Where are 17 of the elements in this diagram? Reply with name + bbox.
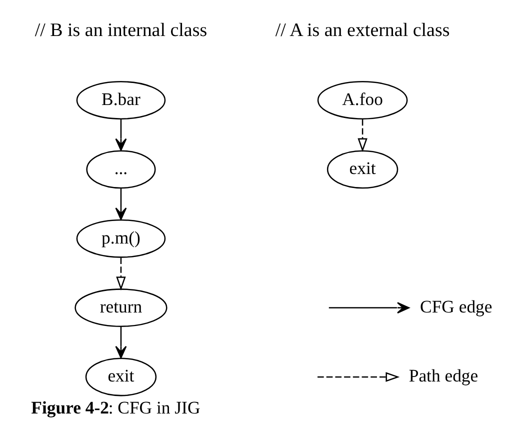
arrow (116, 258, 126, 291)
node-ellipse: ... (86, 150, 156, 189)
arrow (115, 326, 127, 358)
legend-label: Path edge (408, 366, 478, 386)
arrow (358, 119, 368, 152)
label: // A is an external class (275, 20, 450, 41)
legend-label: CFG edge (420, 296, 492, 316)
node-ellipse: return (74, 288, 168, 327)
arrow (115, 119, 127, 151)
node-ellipse: p.m() (76, 219, 166, 258)
node-ellipse: B.bar (76, 81, 166, 120)
node-ellipse: A.foo (317, 81, 408, 120)
label: // B is an internal class (34, 20, 208, 41)
node-ellipse: exit (326, 150, 398, 189)
node-ellipse: exit (85, 358, 157, 396)
arrow (115, 188, 127, 220)
caption: Figure 4-2: CFG in JIG (31, 398, 200, 418)
